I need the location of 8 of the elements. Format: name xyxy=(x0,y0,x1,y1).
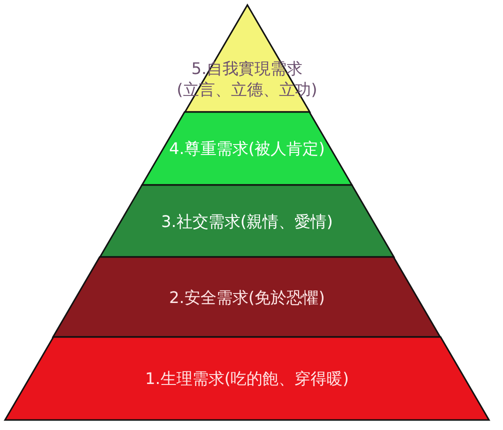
level-title: 4.尊重需求(被人肯定) xyxy=(169,138,325,159)
level-title: 2.安全需求(免於恐懼) xyxy=(169,286,325,308)
pyramid-level xyxy=(53,257,441,337)
pyramid-level xyxy=(100,185,394,257)
pyramid-level xyxy=(142,112,352,185)
level-title: 1.生理需求(吃的飽、穿得暖) xyxy=(145,368,349,389)
level-title: 3.社交需求(親情、愛情) xyxy=(161,210,333,232)
pyramid-level xyxy=(5,337,489,420)
